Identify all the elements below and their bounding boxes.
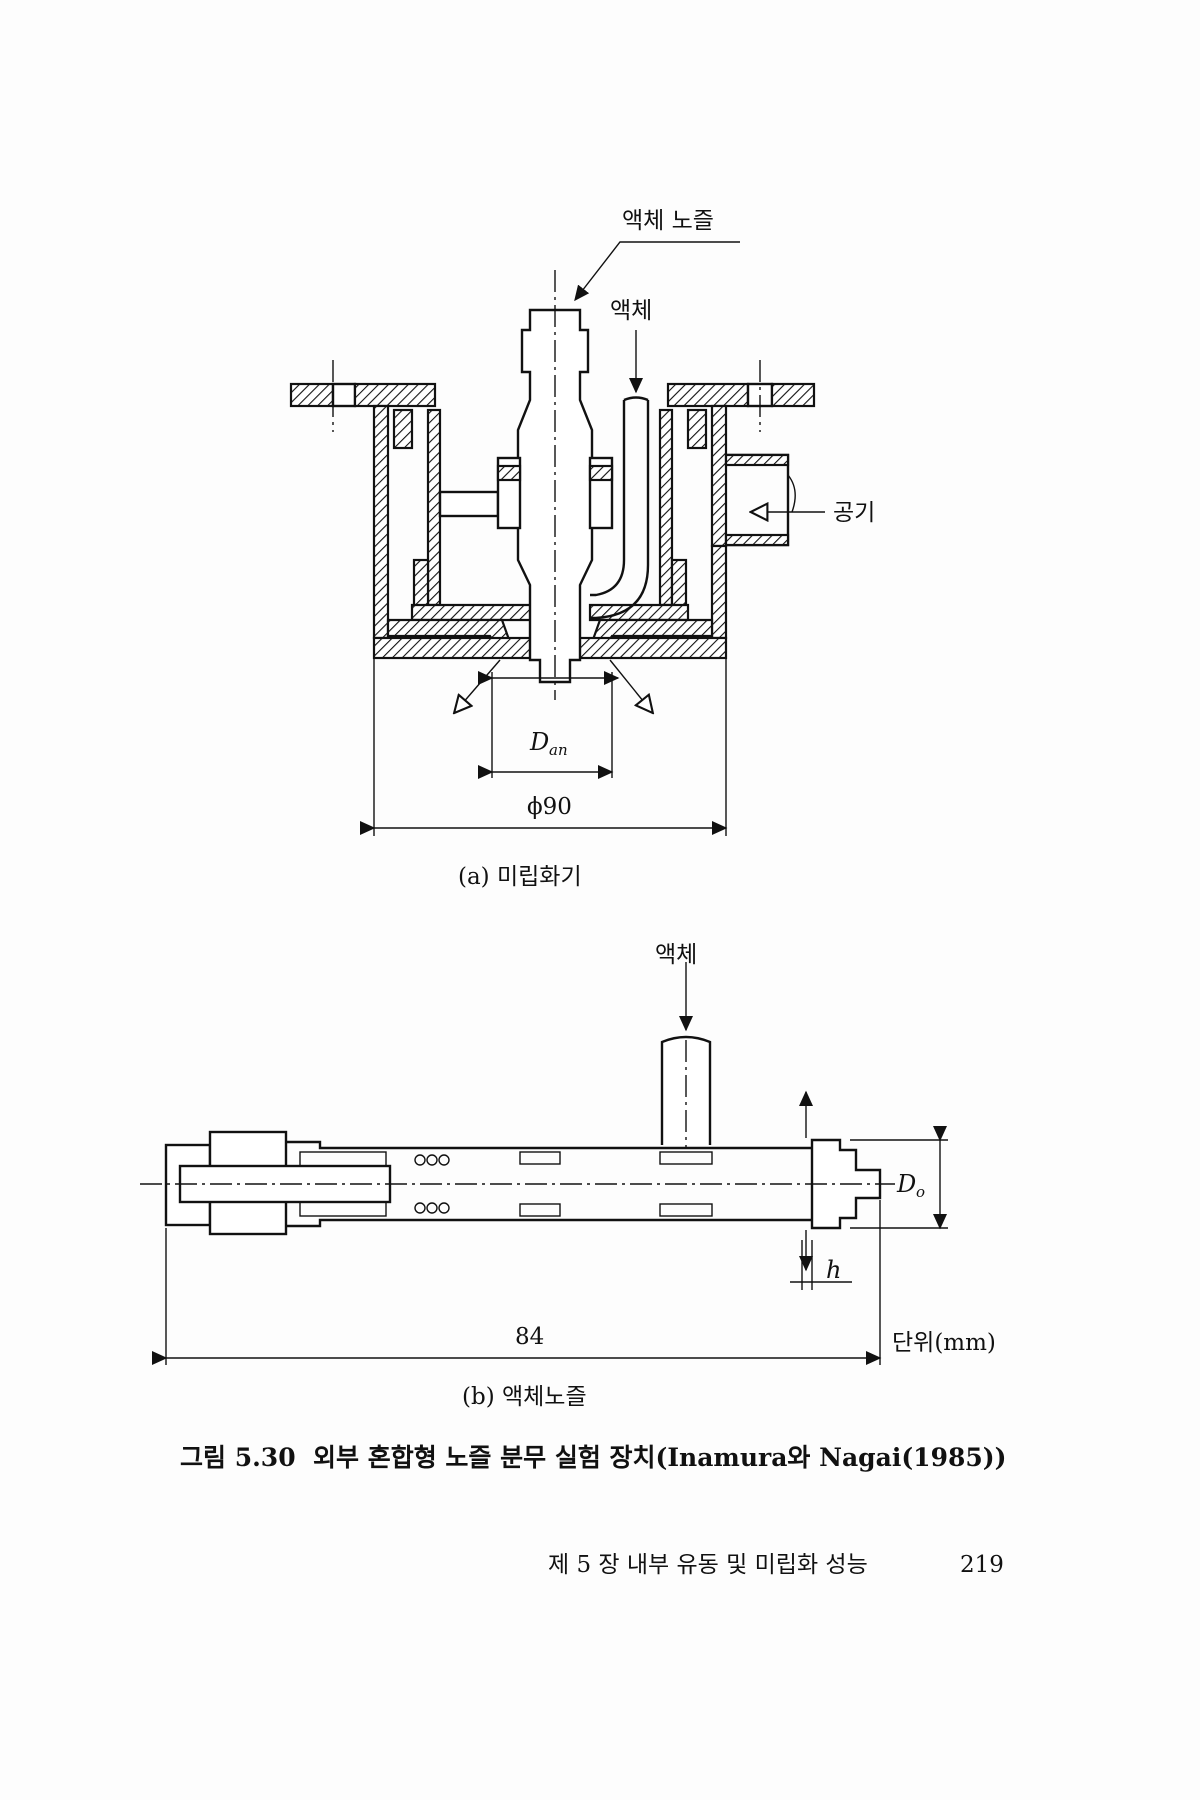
atomizer-diagram (289, 241, 825, 836)
svg-text:an: an (549, 741, 568, 759)
caption-a: (a) 미립화기 (458, 864, 582, 890)
unit-label: 단위(mm) (892, 1330, 996, 1356)
dim-annular-label: D an (529, 728, 568, 759)
label-liquid-nozzle: 액체 노즐 (622, 208, 714, 234)
liquid-nozzle-diagram (140, 962, 948, 1365)
label-liquid-b: 액체 (655, 942, 697, 968)
dim-gap-label: h (826, 1256, 841, 1284)
dim-outlet-label: D o (896, 1170, 925, 1201)
dim-outer-diameter: ϕ90 (527, 794, 572, 820)
page-footer: 제 5 장 내부 유동 및 미립화 성능 219 (548, 1552, 1004, 1578)
svg-text:D: D (896, 1170, 916, 1198)
label-air: 공기 (833, 500, 875, 526)
page-number: 219 (960, 1552, 1004, 1578)
running-head: 제 5 장 내부 유동 및 미립화 성능 (548, 1552, 868, 1578)
dim-length: 84 (515, 1324, 544, 1350)
svg-text:o: o (916, 1183, 925, 1201)
figure-caption: 그림 5.30 외부 혼합형 노즐 분무 실험 장치(Inamura와 Naga… (180, 1443, 1006, 1472)
label-liquid: 액체 (610, 298, 652, 324)
svg-text:D: D (529, 728, 549, 756)
spring (414, 1154, 450, 1214)
caption-b: (b) 액체노즐 (462, 1384, 587, 1410)
